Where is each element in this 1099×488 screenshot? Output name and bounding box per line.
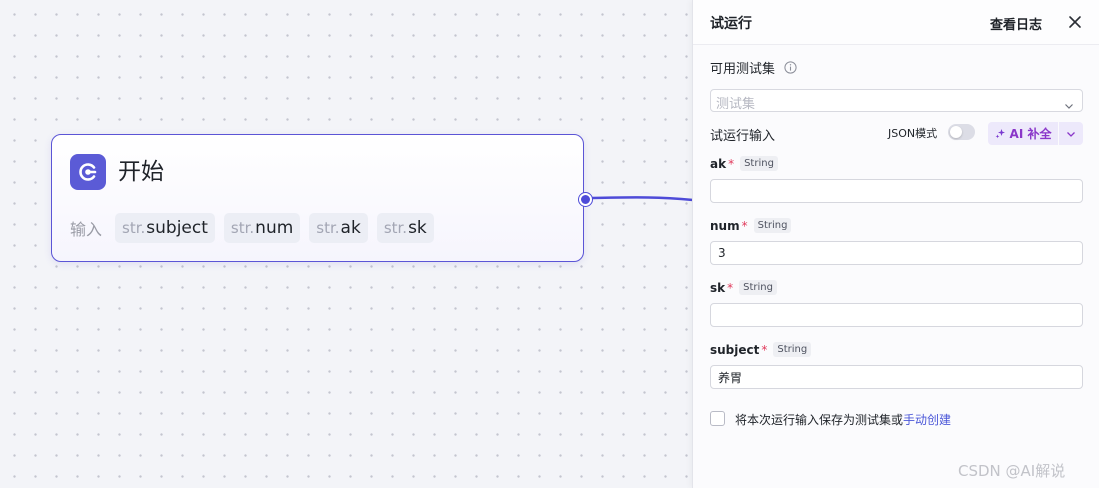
info-icon[interactable] [784, 59, 797, 74]
field-label-sk: sk * String [710, 280, 777, 295]
type-tag: String [740, 156, 778, 171]
test-set-label: 可用测试集 [710, 62, 776, 77]
type-tag: String [739, 280, 777, 295]
chevron-down-icon [1064, 96, 1074, 109]
close-icon[interactable] [1067, 14, 1083, 30]
input-tag-ak: str. ak [309, 213, 368, 243]
tag-name: num [255, 218, 294, 238]
field-label-subject: subject * String [710, 342, 812, 357]
tag-type: str. [230, 219, 255, 237]
panel-header: 试运行 查看日志 [693, 0, 1099, 45]
input-tag-sk: str. sk [376, 213, 434, 243]
output-port[interactable] [579, 193, 592, 206]
num-input[interactable] [710, 241, 1083, 265]
start-node[interactable]: 开始 输入 str. subject str. num str. ak str.… [51, 134, 584, 262]
input-tag-subject: str. subject [115, 213, 215, 243]
field-name: ak [710, 156, 727, 171]
json-mode-label: JSON模式 [888, 127, 938, 140]
ai-fill-button[interactable]: AI 补全 [988, 122, 1058, 145]
node-inputs-label: 输入 [70, 220, 103, 239]
test-set-select[interactable]: 测试集 [710, 89, 1083, 112]
subject-input[interactable] [710, 365, 1083, 389]
watermark: CSDN @AI解说 [958, 462, 1066, 480]
required-mark: * [761, 342, 768, 357]
toggle-knob [950, 126, 962, 138]
tag-name: sk [408, 218, 427, 238]
run-input-label: 试运行输入 [710, 129, 776, 144]
test-set-placeholder: 测试集 [716, 97, 756, 112]
manual-create-link[interactable]: 手动创建 [903, 413, 952, 427]
required-mark: * [727, 280, 734, 295]
chevron-down-icon [1066, 124, 1076, 143]
input-tag-num: str. num [223, 213, 301, 243]
save-as-test-set-checkbox[interactable] [710, 411, 725, 426]
tag-type: str. [122, 219, 146, 237]
ai-fill-label: AI 补全 [1009, 127, 1052, 141]
save-text: 将本次运行输入保存为测试集或 [735, 413, 904, 427]
test-run-panel: 试运行 查看日志 可用测试集 测试集 试运行输入 JSON模式 [692, 0, 1099, 488]
type-tag: String [773, 342, 812, 357]
start-icon [70, 154, 106, 190]
tag-name: ak [340, 218, 361, 238]
ak-input[interactable] [710, 179, 1083, 203]
tag-type: str. [316, 219, 340, 237]
field-label-ak: ak * String [710, 156, 778, 171]
json-mode-toggle[interactable] [948, 124, 975, 140]
field-name: sk [710, 280, 726, 295]
field-label-num: num * String [710, 218, 792, 233]
tag-name: subject [146, 218, 208, 238]
field-name: num [710, 218, 740, 233]
tag-type: str. [383, 219, 408, 237]
panel-title: 试运行 [710, 16, 752, 32]
field-name: subject [710, 342, 760, 357]
required-mark: * [728, 156, 735, 171]
type-tag: String [753, 218, 792, 233]
sk-input[interactable] [710, 303, 1083, 327]
node-title: 开始 [118, 159, 164, 185]
view-log-button[interactable]: 查看日志 [990, 18, 1043, 33]
ai-fill-dropdown[interactable] [1059, 122, 1083, 145]
node-inputs: 输入 str. subject str. num str. ak str. sk [70, 213, 434, 243]
save-as-test-set-text: 将本次运行输入保存为测试集或手动创建 [735, 411, 951, 428]
required-mark: * [741, 218, 748, 233]
sparkle-icon [995, 124, 1006, 143]
